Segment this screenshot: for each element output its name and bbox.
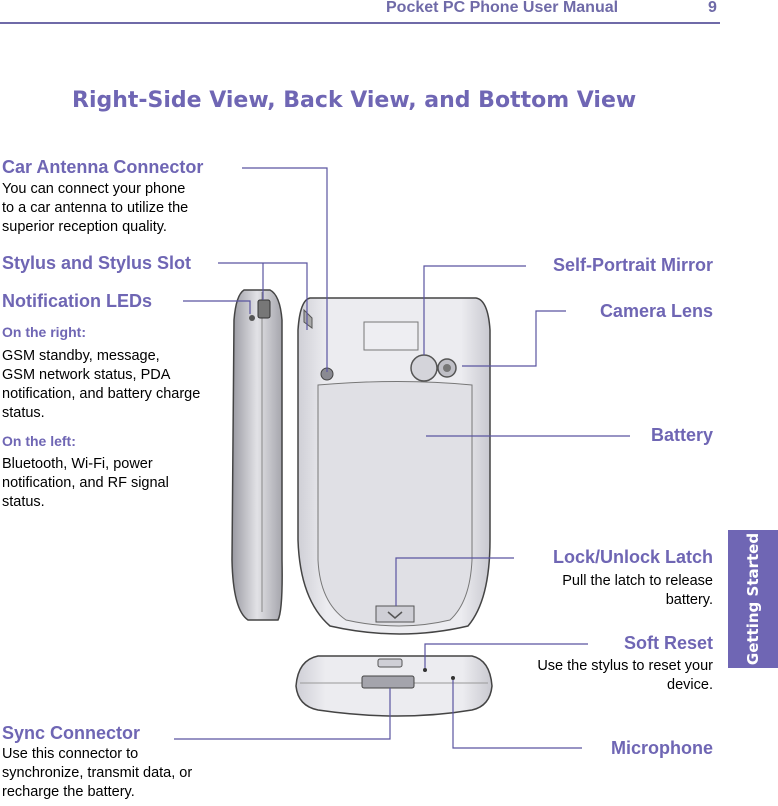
car-antenna-connector-label: Car Antenna Connector xyxy=(2,157,204,177)
leds-left-heading: On the left: xyxy=(2,433,76,449)
microphone-label: Microphone xyxy=(611,738,713,758)
leader-lines xyxy=(174,167,630,749)
bottom-view xyxy=(295,655,493,717)
leds-left-desc: Bluetooth, Wi-Fi, power notification, an… xyxy=(2,456,169,510)
page-number: 9 xyxy=(708,0,717,16)
notification-leds-label: Notification LEDs xyxy=(2,291,153,311)
sync-connector-desc: Use this connector to synchronize, trans… xyxy=(2,746,193,800)
lock-latch-desc: Pull the latch to release battery. xyxy=(562,573,713,608)
battery-label: Battery xyxy=(650,425,713,445)
page-title: Right-Side View, Back View, and Bottom V… xyxy=(72,88,637,113)
leds-right-desc: GSM standby, message, GSM network status… xyxy=(2,348,201,421)
leds-right-heading: On the right: xyxy=(2,324,86,340)
soft-reset-desc: Use the stylus to reset your device. xyxy=(537,658,713,693)
lock-latch-label: Lock/Unlock Latch xyxy=(552,547,713,567)
stylus-top xyxy=(257,299,271,319)
microphone-icon xyxy=(451,676,455,680)
section-tab[interactable]: Getting Started xyxy=(728,530,778,668)
header-rule xyxy=(0,22,720,24)
stylus-slot-label: Stylus and Stylus Slot xyxy=(2,253,192,273)
notification-led-icon xyxy=(249,315,255,321)
lock-latch-icon xyxy=(375,605,415,623)
soft-reset-label: Soft Reset xyxy=(623,633,713,653)
self-portrait-mirror-label: Self-Portrait Mirror xyxy=(552,255,713,275)
manual-title: Pocket PC Phone User Manual xyxy=(386,0,619,16)
back-view xyxy=(297,297,491,635)
self-portrait-mirror-icon xyxy=(410,354,438,382)
sync-connector-label: Sync Connector xyxy=(2,723,141,743)
sync-connector-icon xyxy=(361,675,415,689)
car-antenna-connector-desc: You can connect your phone to a car ante… xyxy=(2,181,189,235)
soft-reset-icon xyxy=(423,668,427,672)
right-side-view xyxy=(231,289,283,621)
camera-lens-label: Camera Lens xyxy=(599,301,713,321)
